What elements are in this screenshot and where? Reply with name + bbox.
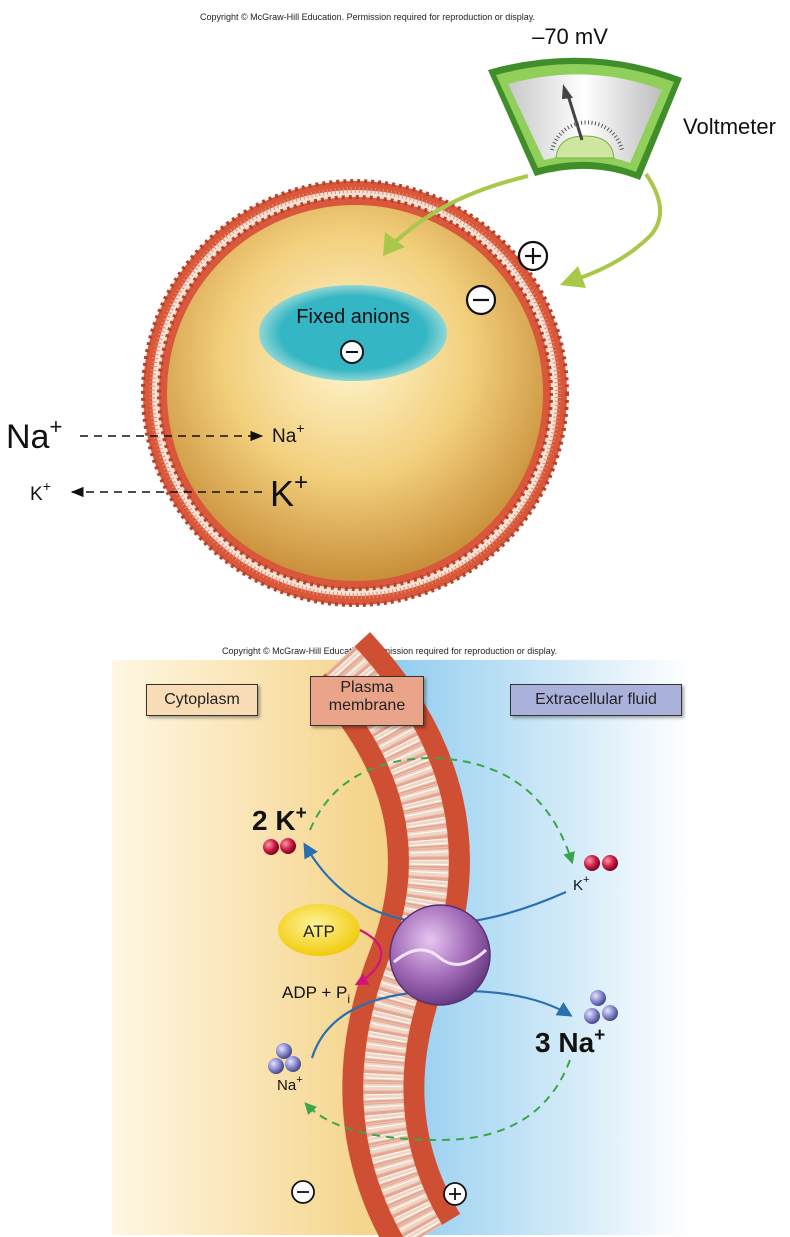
sodium-potassium-pump xyxy=(389,904,491,1006)
plasma-membrane-line1: Plasma xyxy=(340,679,394,696)
membrane-minus-icon xyxy=(465,284,497,316)
fixed-anions-label: Fixed anions xyxy=(296,306,409,328)
atp-molecule xyxy=(278,904,360,956)
atp-hydrolysis-arrow xyxy=(354,929,383,986)
na-cycle-arrow xyxy=(304,1059,571,1142)
figure2-copyright: Copyright © McGraw-Hill Education. Permi… xyxy=(222,646,558,656)
voltmeter-lead-inner xyxy=(383,174,529,256)
cytoplasm-label: Cytoplasm xyxy=(146,684,258,716)
na-outside-label: Na+ xyxy=(6,414,62,456)
cytoplasm-minus-icon xyxy=(291,1180,315,1204)
na-int-label: Na+ xyxy=(277,1074,303,1094)
voltmeter-lead-outer xyxy=(560,172,663,288)
fixed-anions-region xyxy=(259,285,447,381)
figure1-copyright: Copyright © McGraw-Hill Education. Permi… xyxy=(200,12,536,22)
plasma-membrane-label: Plasma membrane xyxy=(310,676,424,726)
k-ions-extracellular xyxy=(584,855,618,871)
atp-label: ATP xyxy=(303,922,335,941)
voltage-reading: –70 mV xyxy=(532,24,608,49)
voltmeter-label: Voltmeter xyxy=(683,114,776,139)
k-ext-label: K+ xyxy=(573,874,589,894)
extracellular-fluid-label: Extracellular fluid xyxy=(510,684,682,716)
membrane-plus-icon xyxy=(517,240,549,272)
voltmeter-needle xyxy=(565,91,584,141)
anion-minus-icon xyxy=(340,340,364,364)
k-cycle-arrow xyxy=(309,756,575,865)
plasma-membrane-line2: membrane xyxy=(328,697,406,715)
na-ions-intracellular xyxy=(268,1043,301,1074)
voltmeter xyxy=(488,57,682,180)
three-na-label: 3 Na+ xyxy=(535,1025,605,1058)
two-k-label: 2 K+ xyxy=(252,803,307,836)
k-inside-label: K+ xyxy=(270,469,308,514)
na-inside-label: Na+ xyxy=(272,420,304,447)
na-ions-extracellular xyxy=(584,990,618,1024)
k-outside-label: K+ xyxy=(30,478,51,505)
k-ions-intracellular xyxy=(263,838,296,855)
figure1-diagram: Fixed anions –70 mV Voltmeter Na+ Na+ K+ xyxy=(6,24,776,607)
adp-label: ADP + Pi xyxy=(282,983,350,1006)
extracellular-plus-icon xyxy=(443,1182,467,1206)
cell-interior xyxy=(167,205,543,581)
